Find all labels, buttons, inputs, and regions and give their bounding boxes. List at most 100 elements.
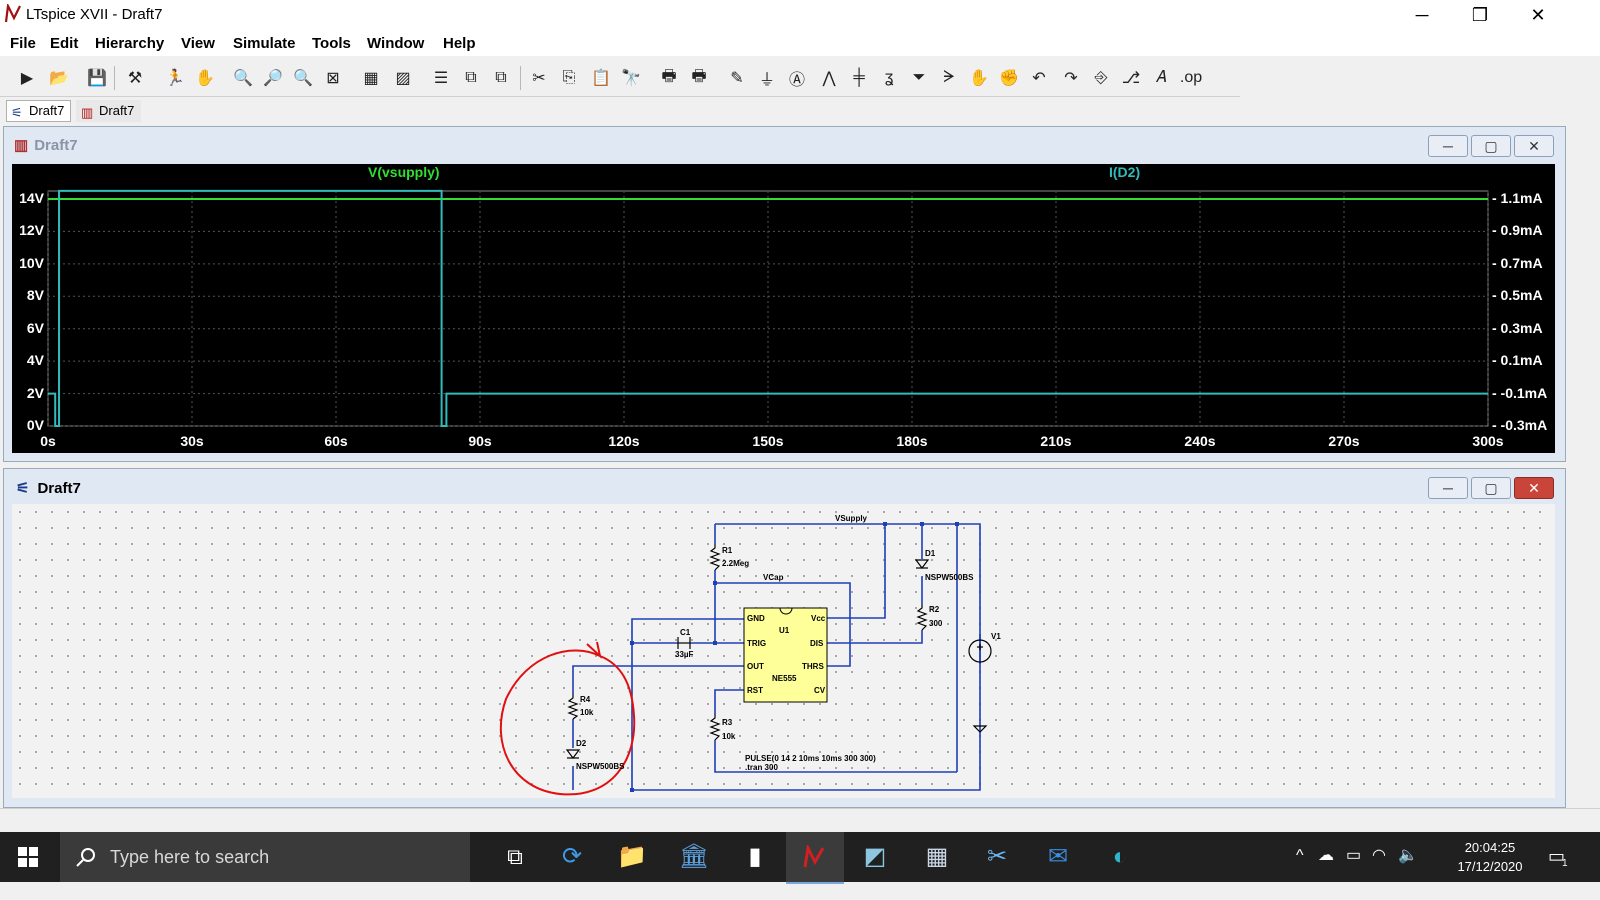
notification-center-icon[interactable]: ▭ [1548,846,1566,866]
calculator-icon[interactable]: ▦ [925,843,949,870]
chevron-up-icon[interactable]: ^ [1296,847,1304,864]
cut-icon[interactable]: ✂ [532,70,546,87]
undo-icon[interactable]: ↶ [1032,70,1046,87]
source-pulse-spec[interactable]: PULSE(0 14 2 10ms 10ms 300 300) [745,754,876,763]
autorange-icon[interactable]: ▦ [363,70,379,87]
document-app-icon[interactable]: ▮ [748,843,762,870]
zoom-in-icon[interactable]: 🔍 [233,70,253,87]
zoom-out-icon[interactable]: 🔍 [293,70,313,87]
menu-help[interactable]: Help [443,35,476,52]
capacitor-icon[interactable]: ╪ [853,69,865,86]
tab-schematic-draft7[interactable]: ⚟ Draft7 [6,100,72,122]
trace-label-id2[interactable]: I(D2) [1109,164,1141,180]
taskbar-search-box[interactable]: Type here to search [60,832,470,882]
net-label-vcap[interactable]: VCap [763,573,784,582]
volume-icon[interactable]: 🔈 [1398,847,1418,864]
u1-name[interactable]: U1 [779,626,790,635]
menu-simulate[interactable]: Simulate [233,35,296,52]
drag-icon[interactable]: ✊ [999,70,1019,87]
r4-value[interactable]: 10k [580,708,594,717]
grid-icon[interactable]: ▨ [395,70,411,87]
d2-value[interactable]: NSPW500BS [576,762,625,771]
save-icon[interactable]: 💾 [87,70,107,87]
onedrive-icon[interactable]: ☁ [1318,847,1334,864]
menu-window[interactable]: Window [367,35,425,52]
tile-vertical-icon[interactable]: ⧉ [465,69,477,86]
tab-waveform-draft7[interactable]: ▥ Draft7 [76,100,142,122]
resistor-icon[interactable]: ⋀ [822,70,836,87]
halt-icon[interactable]: ✋ [195,70,215,87]
tile-horizontal-icon[interactable]: ☰ [433,70,449,87]
minimize-button[interactable]: ─ [1415,5,1429,25]
bank-app-icon[interactable]: 🏛 [678,843,710,870]
task-view-icon[interactable]: ⧉ [507,844,523,869]
sync-app-icon[interactable]: ⟳ [561,843,583,870]
schematic-canvas[interactable]: VSupply VCap R1 2.2Meg D1 NSPW500BS R2 3… [12,504,1555,798]
waveform-close-button[interactable]: ✕ [1514,135,1554,157]
r2-name[interactable]: R2 [929,605,940,614]
menu-edit[interactable]: Edit [50,35,79,52]
r4-name[interactable]: R4 [580,695,591,704]
print-icon[interactable]: 🖶 [691,67,707,85]
menu-hierarchy[interactable]: Hierarchy [95,35,165,52]
tran-directive[interactable]: .tran 300 [745,763,778,772]
notes-app-icon[interactable]: ◩ [863,843,887,870]
print-setup-icon[interactable]: 🖶 [661,67,677,85]
paste-icon[interactable]: 📋 [591,70,611,87]
battery-icon[interactable]: ▭ [1346,847,1362,864]
cascade-icon[interactable]: ⧉ [495,69,507,86]
r2-value[interactable]: 300 [929,619,943,628]
clock-time[interactable]: 20:04:25 [1464,840,1516,855]
menu-tools[interactable]: Tools [312,35,351,52]
r1-name[interactable]: R1 [722,546,733,555]
draw-wire-icon[interactable]: ✎ [730,70,744,87]
ltspice-taskbar-button[interactable] [786,832,844,884]
control-panel-icon[interactable]: ⚒ [127,70,143,87]
new-schematic-icon[interactable]: ▶ [20,70,34,87]
r1-value[interactable]: 2.2Meg [722,559,750,568]
schematic-close-button[interactable]: ✕ [1514,477,1554,499]
edge-browser-icon[interactable]: ◐ [1112,843,1128,870]
zoom-fit-icon[interactable]: ⊠ [326,70,340,87]
component-icon[interactable]: ᗒ [943,69,955,86]
ic-name[interactable]: NE555 [772,674,797,683]
rotate-icon[interactable]: ⎆ [1094,69,1108,86]
schematic-minimize-button[interactable]: ─ [1428,477,1468,499]
find-icon[interactable]: 🔭 [621,70,641,87]
file-explorer-icon[interactable]: 📁 [617,843,647,870]
redo-icon[interactable]: ↷ [1064,70,1078,87]
diode-icon[interactable]: ⏷ [912,69,926,86]
waveform-maximize-button[interactable]: ▢ [1471,135,1511,157]
copy-icon[interactable]: ⎘ [562,69,576,86]
text-icon[interactable]: 𝐴 [1155,69,1167,86]
run-icon[interactable]: 🏃 [165,70,185,87]
c1-value[interactable]: 33µF [675,650,694,659]
pan-icon[interactable]: 🔎 [263,70,283,87]
spice-directive-icon[interactable]: .op [1179,69,1203,86]
move-icon[interactable]: ✋ [969,70,989,87]
label-net-icon[interactable]: Ⓐ [788,72,805,89]
d1-value[interactable]: NSPW500BS [925,573,974,582]
menu-view[interactable]: View [181,35,215,52]
v1-name[interactable]: V1 [991,632,1001,641]
maximize-button[interactable]: ❐ [1471,5,1489,25]
snipping-tool-icon[interactable]: ✂ [986,843,1008,870]
d1-name[interactable]: D1 [925,549,936,558]
ground-icon[interactable]: ⏚ [758,72,775,89]
r3-value[interactable]: 10k [722,732,736,741]
trace-i-d2[interactable] [48,189,1488,427]
d2-name[interactable]: D2 [576,739,587,748]
windows-start-icon[interactable] [18,847,38,867]
wifi-icon[interactable]: ◠ [1372,847,1386,864]
trace-label-vsupply[interactable]: V(vsupply) [368,164,440,180]
clock-date[interactable]: 17/12/2020 [1457,859,1523,874]
r3-name[interactable]: R3 [722,718,733,727]
c1-name[interactable]: C1 [680,628,691,637]
mail-icon[interactable]: ✉ [1047,843,1069,870]
close-button[interactable]: ✕ [1530,5,1546,25]
net-label-vsupply[interactable]: VSupply [835,514,868,523]
inductor-icon[interactable]: ʓ [884,69,894,86]
menu-file[interactable]: File [10,35,36,52]
schematic-maximize-button[interactable]: ▢ [1471,477,1511,499]
